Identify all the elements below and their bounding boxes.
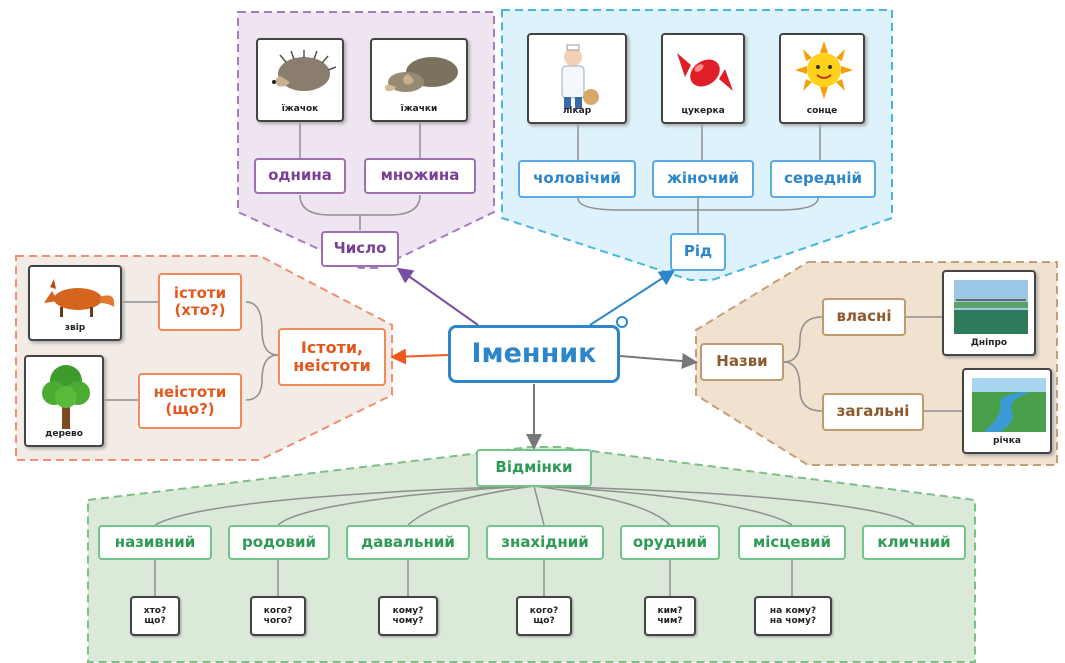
river-photo-icon <box>972 378 1046 432</box>
card-tree: дерево <box>24 355 104 447</box>
card-caption: цукерка <box>681 106 725 116</box>
card-caption: лікар <box>562 106 592 116</box>
candy-icon <box>677 53 733 91</box>
question-dative[interactable]: кому? чому? <box>378 596 438 636</box>
istoty-form-inanimate[interactable]: неістоти (що?) <box>138 373 242 429</box>
nazvy-node[interactable]: Назви <box>700 343 784 381</box>
rid-form-masculine[interactable]: чоловічий <box>518 160 636 198</box>
case-vocative[interactable]: кличний <box>862 525 966 560</box>
case-dative[interactable]: давальний <box>346 525 470 560</box>
case-nominative[interactable]: називний <box>98 525 212 560</box>
rid-form-neuter[interactable]: середній <box>770 160 876 198</box>
case-accusative[interactable]: знахідний <box>486 525 604 560</box>
question-accusative[interactable]: кого? що? <box>516 596 572 636</box>
card-caption: їжачки <box>400 104 438 114</box>
tree-icon <box>42 365 90 429</box>
rid-node[interactable]: Рід <box>670 233 726 271</box>
central-node[interactable]: Іменник <box>448 325 620 383</box>
istoty-form-animate[interactable]: істоти (хто?) <box>158 273 242 331</box>
nazvy-form-proper[interactable]: власні <box>822 298 906 336</box>
hedgehogs-icon <box>384 57 458 92</box>
chyslo-form-plural[interactable]: множина <box>364 158 476 194</box>
rid-form-feminine[interactable]: жіночий <box>652 160 754 198</box>
card-caption: річка <box>993 436 1021 446</box>
card-sun: сонце <box>779 33 865 124</box>
nazvy-form-common[interactable]: загальні <box>822 393 924 431</box>
dnipro-photo-icon <box>954 280 1028 334</box>
question-locative[interactable]: на кому? на чому? <box>754 596 832 636</box>
card-caption: сонце <box>806 106 838 116</box>
card-doctor: лікар <box>527 33 627 124</box>
card-hedgehogs: їжачки <box>370 38 468 122</box>
hedgehog-icon <box>272 50 337 91</box>
case-instrumental[interactable]: орудний <box>620 525 720 560</box>
fox-icon <box>44 279 115 317</box>
card-caption: дерево <box>45 429 83 439</box>
doctor-icon <box>561 44 599 109</box>
case-locative[interactable]: місцевий <box>738 525 846 560</box>
question-instrumental[interactable]: ким? чим? <box>644 596 696 636</box>
sun-icon <box>795 41 853 99</box>
chyslo-form-singular[interactable]: однина <box>254 158 346 194</box>
card-fox: звір <box>28 265 122 341</box>
card-caption: Дніпро <box>970 338 1008 348</box>
central-handle-icon[interactable] <box>616 316 628 328</box>
card-hedgehog: їжачок <box>256 38 344 122</box>
istoty-node[interactable]: Істоти, неістоти <box>278 328 386 386</box>
case-genitive[interactable]: родовий <box>228 525 330 560</box>
question-nominative[interactable]: хто? що? <box>130 596 180 636</box>
card-candy: цукерка <box>661 33 745 124</box>
vidminky-node[interactable]: Відмінки <box>476 449 592 487</box>
chyslo-node[interactable]: Число <box>321 231 399 267</box>
card-caption: звір <box>64 323 86 333</box>
card-caption: їжачок <box>281 104 319 114</box>
card-river: річка <box>962 368 1052 454</box>
card-dnipro: Дніпро <box>942 270 1036 356</box>
question-genitive[interactable]: кого? чого? <box>250 596 306 636</box>
